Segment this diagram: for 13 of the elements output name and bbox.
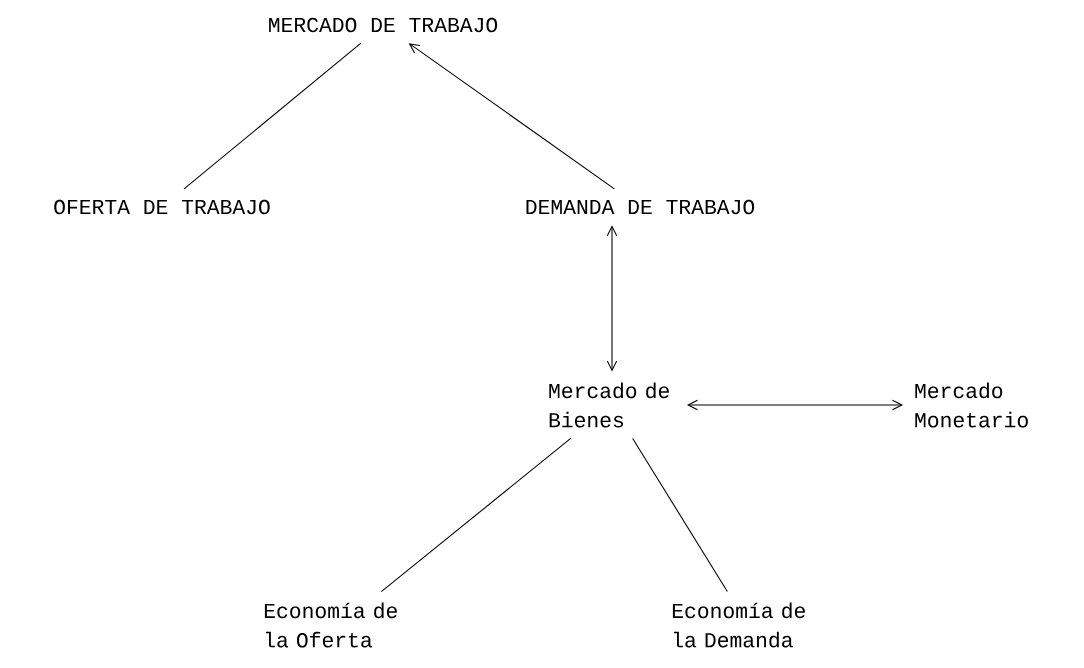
connector-line	[632, 437, 728, 593]
connector-line	[380, 437, 572, 593]
arrow	[408, 43, 615, 190]
arrow	[606, 225, 618, 372]
arrow	[686, 399, 904, 411]
node-text: Mercado de Bienes	[549, 382, 669, 428]
node-text: Economía de la Demanda	[672, 602, 805, 648]
node-text: OFERTA DE TRABAJO	[54, 199, 270, 215]
node-text: DEMANDA DE TRABAJO	[526, 199, 755, 215]
node-text: Economía de la Oferta	[264, 602, 397, 648]
connector-line	[183, 42, 362, 190]
node-text: MERCADO DE TRABAJO	[269, 17, 498, 33]
node-text: Mercado Monetario	[915, 382, 1028, 428]
